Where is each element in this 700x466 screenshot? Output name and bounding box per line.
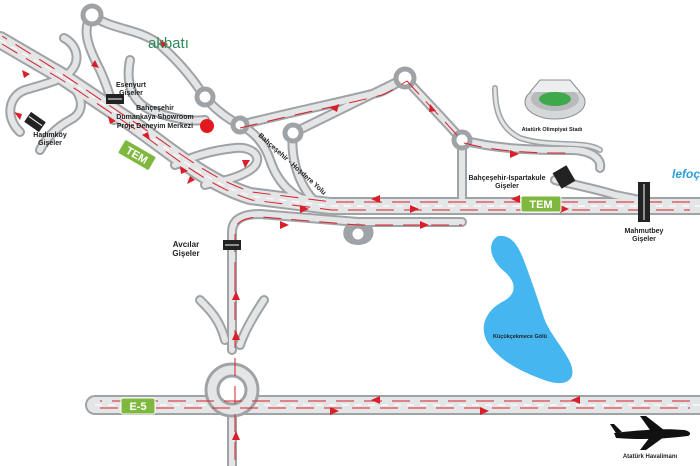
toll-gate-hadimkoy: [24, 111, 46, 133]
spartakule-label: Bahçeşehir-Ispartakule: [468, 175, 545, 182]
lake-label: Küçükçekmece Gölü: [493, 334, 547, 340]
airport-label: Atatürk Havalimanı: [623, 454, 678, 460]
tem-label-right: TEM: [529, 199, 552, 211]
toll-gate-esenyurt: [106, 94, 124, 104]
akbati-logo-text: akbatı: [148, 35, 189, 52]
toll-gate-avcilar: [223, 240, 241, 250]
leroc-logo: lefoç: [672, 167, 700, 181]
esenyurt-sub: Gişeler: [119, 90, 143, 97]
e5-label: E-5: [129, 401, 146, 413]
tem-badge-right: TEM: [520, 195, 562, 213]
esenyurt-label: Esenyurt: [116, 82, 147, 89]
showroom-marker: [200, 119, 214, 133]
avcilar-sub: Gişeler: [172, 249, 199, 258]
kucukcekmece-lake: [483, 235, 573, 384]
showroom-line1: Bahçeşehir: [136, 105, 174, 112]
hadimkoy-sub: Gişeler: [38, 140, 62, 147]
e5-badge: E-5: [120, 397, 156, 415]
stadium-icon: [524, 79, 586, 120]
hadimkoy-label: Hadımköy: [33, 132, 67, 139]
mahmutbey-sub: Gişeler: [632, 236, 656, 243]
avcilar-label: Avcılar: [173, 240, 199, 249]
toll-gate-spartakule: [552, 165, 576, 189]
route-directions: [1, 35, 690, 460]
stadium-label: Atatürk Olimpiyat Stadı: [522, 127, 583, 133]
airplane-icon: [610, 416, 691, 450]
spartakule-sub: Gişeler: [495, 183, 519, 190]
showroom-line2: Dumankaya Showroom: [116, 114, 193, 121]
mahmutbey-label: Mahmutbey: [625, 228, 664, 235]
toll-gate-mahmutbey: [638, 182, 650, 222]
showroom-line3: Proje Deneyim Merkezi: [117, 123, 193, 130]
leroc-logo-text: lefoç: [672, 167, 700, 181]
akbati-logo: akbatı: [148, 35, 189, 52]
roundabouts: [80, 3, 473, 418]
road-fill: [0, 12, 700, 466]
